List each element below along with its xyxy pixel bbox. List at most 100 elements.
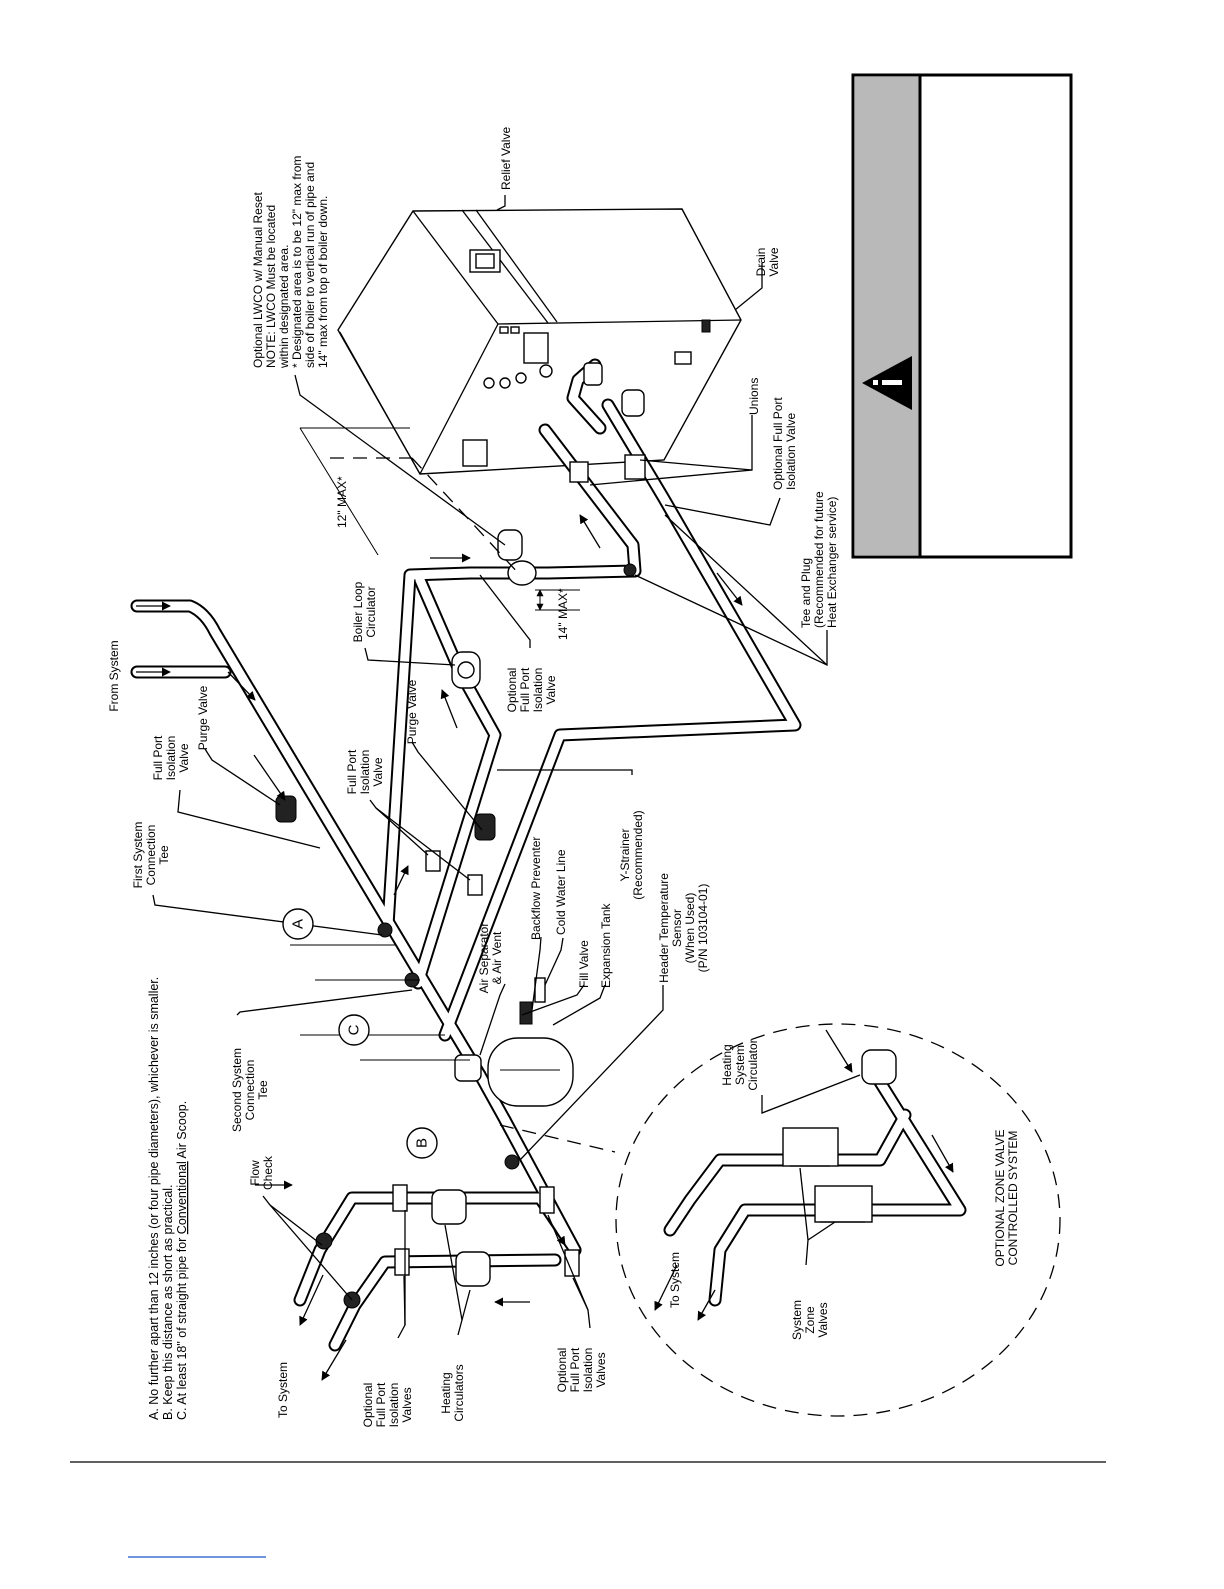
label-backflow-preventer: Backflow Preventer (529, 837, 543, 940)
warning-box (851, 73, 1073, 559)
heating-system-circulator (861, 1049, 897, 1085)
label-relief-valve: Relief Valve (499, 127, 513, 190)
label-line: Expansion Tank (599, 902, 613, 988)
label-line: Relief Valve (499, 127, 513, 190)
label-line: Optional (505, 668, 519, 713)
marker-c: C (338, 1014, 370, 1046)
label-purge-valve-1: Purge Valve (196, 685, 210, 750)
label-line: Full Port (568, 1347, 582, 1392)
label-line: Connection (243, 1060, 257, 1121)
purge-valve-2 (474, 813, 496, 841)
label-line: CONTROLLED SYSTEM (1006, 1131, 1020, 1266)
label-line: Circulator (746, 1039, 760, 1090)
label-expansion-tank: Expansion Tank (599, 902, 613, 988)
label-line: within designated area. (277, 245, 291, 369)
label-line: Full Port (374, 1382, 388, 1427)
label-line: Full Port (151, 735, 165, 780)
relief-valve-fitting (621, 389, 645, 417)
label-unions: Unions (747, 378, 761, 415)
label-line: Valves (594, 1352, 608, 1387)
label-line: Header Temperature (657, 873, 671, 983)
dimensions (290, 427, 580, 1061)
expansion-tank (487, 1037, 574, 1107)
warning-triangle-icon (862, 356, 912, 410)
label-fill-valve: Fill Valve (577, 940, 591, 988)
header-sensor (504, 1154, 520, 1170)
label-line: Valves (400, 1387, 414, 1422)
lwco (497, 529, 523, 561)
fittings (275, 351, 897, 1309)
label-line: (P/N 103104-01) (696, 884, 710, 973)
label-from-system: From System (107, 640, 121, 711)
label-line: Boiler Loop (351, 581, 365, 642)
label-y-strainer: Y-Strainer(Recommended) (618, 810, 645, 899)
label-line: (Recommended for future (812, 491, 826, 628)
label-14-max: 14" MAX* (556, 588, 570, 640)
pipe-inner (710, 1077, 965, 1305)
zone-valve-2 (814, 1185, 873, 1223)
leader-lines (152, 195, 861, 1339)
warning-band (855, 77, 919, 555)
label-line: Isolation (387, 1383, 401, 1428)
label-line: To System (668, 1252, 682, 1308)
marker-a-label: A (290, 919, 307, 929)
label-line: Optional LWCO w/ Manual Reset (251, 191, 265, 368)
label-line: 14" MAX* (556, 588, 570, 640)
optional-zone-circle (615, 1023, 1061, 1417)
pipe-inner (132, 601, 485, 1080)
label-line: side of boiler to vertical run of pipe a… (303, 162, 317, 368)
zone-valve-1 (782, 1127, 839, 1167)
label-line: First System (131, 822, 145, 889)
marker-b-label: B (414, 1138, 431, 1148)
note-c: C. At least 18" of straight pipe for Con… (175, 1101, 189, 1420)
label-line: Isolation (358, 750, 372, 795)
label-line: Flow (248, 1160, 262, 1186)
label-line: Cold Water Line (554, 849, 568, 935)
label-line: Valve (767, 247, 781, 276)
label-line: (Recommended) (631, 810, 645, 899)
pipe-inner (383, 425, 640, 930)
boiler (337, 208, 742, 475)
label-purge-valve-2: Purge Valve (405, 679, 419, 744)
label-cold-water-line: Cold Water Line (554, 849, 568, 935)
label-line: Heating (720, 1044, 734, 1085)
pipe-inner (475, 1070, 510, 1125)
label-line: * Designated area is to be 12" max from (290, 156, 304, 368)
label-line: Y-Strainer (618, 829, 632, 882)
label-line: Circulators (452, 1364, 466, 1421)
label-line: Tee (256, 1080, 270, 1100)
label-line: NOTE: LWCO Must be located (264, 205, 278, 368)
label-line: Tee (157, 845, 171, 865)
label-line: Valve (371, 757, 385, 786)
label-line: Sensor (670, 909, 684, 947)
label-12-max: 12" MAX* (335, 476, 349, 528)
label-line: 12" MAX* (335, 476, 349, 528)
label-line: Heat Exchanger service) (825, 497, 839, 628)
label-line: Full Port (518, 667, 532, 712)
label-line: Drain (754, 248, 768, 277)
label-line: Isolation (581, 1348, 595, 1393)
label-line: & Air Vent (490, 931, 504, 984)
label-line: Optional (361, 1383, 375, 1428)
label-line: Circulator (364, 586, 378, 637)
label-line: Unions (747, 378, 761, 415)
notes: A. No further apart than 12 inches (or f… (147, 977, 189, 1420)
label-line: (When Used) (683, 893, 697, 964)
label-line: Isolation Valve (784, 413, 798, 490)
